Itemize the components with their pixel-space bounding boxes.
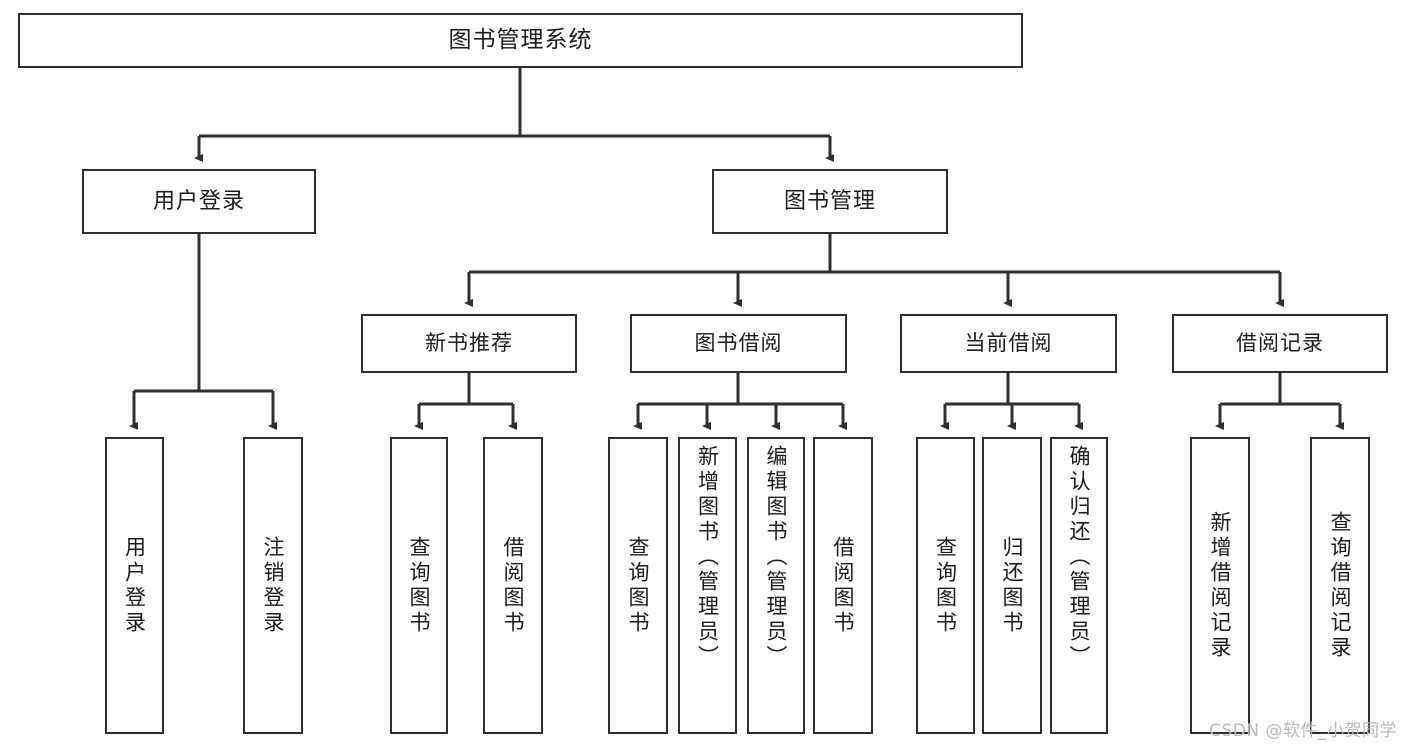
leaf-confirm-return-admin-label: 确认归还（管理员） xyxy=(1067,445,1092,670)
leaf-return-book-label: 归还图书 xyxy=(1000,535,1025,636)
leaf-query-book-current[interactable]: 查询图书 xyxy=(916,437,975,734)
node-book-management-label: 图书管理 xyxy=(783,188,876,214)
leaf-logout[interactable]: 注销登录 xyxy=(243,437,303,734)
node-book-borrow[interactable]: 图书借阅 xyxy=(630,314,847,373)
node-borrow-record-label: 借阅记录 xyxy=(1236,331,1324,356)
node-new-book-recommend-label: 新书推荐 xyxy=(425,331,513,356)
node-current-borrow-label: 当前借阅 xyxy=(964,331,1053,356)
node-root-label: 图书管理系统 xyxy=(448,27,593,54)
leaf-add-book-admin-label: 新增图书（管理员） xyxy=(695,445,720,670)
leaf-add-borrow-record[interactable]: 新增借阅记录 xyxy=(1190,437,1250,734)
leaf-borrow-book-newbook-label: 借阅图书 xyxy=(501,535,526,636)
leaf-logout-label: 注销登录 xyxy=(261,535,286,636)
leaf-user-login[interactable]: 用户登录 xyxy=(105,437,164,734)
node-new-book-recommend[interactable]: 新书推荐 xyxy=(361,314,577,373)
leaf-add-book-admin[interactable]: 新增图书（管理员） xyxy=(678,437,737,734)
node-borrow-record[interactable]: 借阅记录 xyxy=(1172,314,1388,373)
node-book-management[interactable]: 图书管理 xyxy=(712,169,948,234)
leaf-confirm-return-admin[interactable]: 确认归还（管理员） xyxy=(1050,437,1108,734)
leaf-query-book-newbook-label: 查询图书 xyxy=(407,535,432,636)
node-book-borrow-label: 图书借阅 xyxy=(694,331,783,356)
leaf-borrow-book-label: 借阅图书 xyxy=(831,535,856,636)
leaf-borrow-book-newbook[interactable]: 借阅图书 xyxy=(483,437,543,734)
leaf-query-borrow-record[interactable]: 查询借阅记录 xyxy=(1310,437,1370,734)
leaf-query-book-current-label: 查询图书 xyxy=(933,535,958,636)
node-current-borrow[interactable]: 当前借阅 xyxy=(900,314,1117,373)
leaf-user-login-label: 用户登录 xyxy=(122,535,147,636)
leaf-query-book-borrow-label: 查询图书 xyxy=(626,535,651,636)
leaf-edit-book-admin-label: 编辑图书（管理员） xyxy=(764,445,789,670)
leaf-query-borrow-record-label: 查询借阅记录 xyxy=(1328,510,1353,661)
watermark: CSDN @软件_小贺同学 xyxy=(1209,721,1397,741)
leaf-edit-book-admin[interactable]: 编辑图书（管理员） xyxy=(747,437,805,734)
leaf-borrow-book[interactable]: 借阅图书 xyxy=(813,437,873,734)
node-root[interactable]: 图书管理系统 xyxy=(18,13,1023,68)
leaf-add-borrow-record-label: 新增借阅记录 xyxy=(1208,510,1233,661)
leaf-query-book-newbook[interactable]: 查询图书 xyxy=(390,437,448,734)
leaf-return-book[interactable]: 归还图书 xyxy=(982,437,1042,734)
node-user-login-label: 用户登录 xyxy=(152,188,245,214)
node-user-login[interactable]: 用户登录 xyxy=(82,169,316,234)
leaf-query-book-borrow[interactable]: 查询图书 xyxy=(608,437,668,734)
